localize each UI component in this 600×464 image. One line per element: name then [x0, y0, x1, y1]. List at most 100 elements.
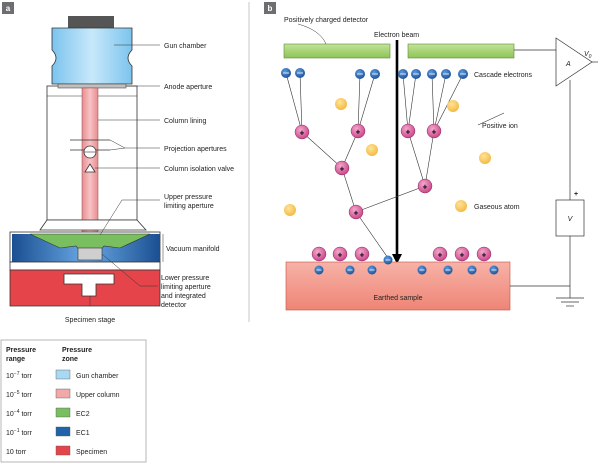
electron-beam-arrowhead — [392, 254, 402, 264]
label-electron-beam: Electron beam — [374, 32, 419, 39]
legend-swatch — [55, 369, 71, 380]
electron — [417, 265, 427, 275]
electron — [345, 265, 355, 275]
electron — [443, 265, 453, 275]
label-positively-charged-detector: Positively charged detector — [284, 17, 369, 24]
gaseous-atom — [479, 152, 491, 164]
label-lower-pressure-3: and integrated — [161, 293, 206, 300]
positive-ion: + — [350, 123, 366, 139]
svg-text:+: + — [438, 251, 443, 260]
label-column-isolation-valve: Column isolation valve — [164, 166, 234, 173]
legend-zone: Gun chamber — [76, 373, 119, 380]
gaseous-atom — [335, 98, 347, 110]
positive-ion: + — [454, 246, 470, 262]
panel-b: b Positively charged detector Electron b… — [264, 2, 598, 311]
label-column-lining: Column lining — [164, 118, 207, 125]
svg-text:+: + — [460, 251, 465, 260]
svg-text:+: + — [360, 251, 365, 260]
projection-apertures — [70, 139, 110, 159]
detector-plate-right — [407, 43, 515, 59]
gaseous-atom — [455, 200, 467, 212]
anode-aperture — [57, 83, 127, 89]
svg-text:+: + — [406, 128, 411, 137]
legend-pressure: 10 torr — [6, 449, 27, 456]
legend-pressure: 10−7 torr — [6, 371, 33, 380]
electron — [489, 265, 499, 275]
electron — [427, 69, 437, 79]
panel-b-tag — [264, 2, 276, 14]
electron — [398, 69, 408, 79]
legend-zone: Specimen — [76, 449, 107, 456]
specimen-stage — [63, 273, 115, 297]
svg-text:+: + — [300, 129, 305, 138]
legend-header-zone-2: zone — [62, 356, 78, 363]
output-v: V — [584, 51, 590, 58]
gaseous-atom — [284, 204, 296, 216]
positive-ion: + — [432, 246, 448, 262]
svg-text:+: + — [340, 165, 345, 174]
surface-electrons — [314, 255, 499, 275]
legend-box — [0, 339, 147, 463]
label-specimen-stage: Specimen stage — [65, 317, 115, 324]
positive-ion: + — [332, 246, 348, 262]
svg-text:+: + — [356, 128, 361, 137]
svg-text:+: + — [423, 183, 428, 192]
svg-text:+: + — [432, 128, 437, 137]
electron — [411, 69, 421, 79]
electron — [467, 265, 477, 275]
svg-text:+: + — [317, 251, 322, 260]
gaseous-atoms — [284, 98, 491, 216]
legend-pressure: 10−5 torr — [6, 390, 33, 399]
panel-a-leaders — [89, 44, 164, 306]
electron — [367, 265, 377, 275]
legend-header-zone-1: Pressure — [62, 347, 92, 354]
cascade-lines — [285, 72, 505, 259]
label-cascade-electrons: Cascade electrons — [474, 72, 532, 79]
positive-ion: + — [294, 124, 310, 140]
legend-row: 10 torr Specimen — [6, 445, 107, 456]
label-anode-aperture: Anode aperture — [164, 84, 212, 91]
gaseous-atom — [366, 144, 378, 156]
cascade-ions: + + + + + + + — [294, 123, 442, 220]
gaseous-atom — [447, 100, 459, 112]
svg-text:+: + — [482, 251, 487, 260]
detector-leader — [297, 23, 327, 45]
positive-ion: + — [426, 123, 442, 139]
label-projection-apertures: Projection apertures — [164, 146, 227, 153]
label-upper-pressure-1: Upper pressure — [164, 194, 212, 201]
electron — [458, 69, 468, 79]
electron — [295, 68, 305, 78]
detector-circuit — [510, 37, 598, 307]
label-gun-chamber: Gun chamber — [164, 43, 207, 50]
positive-ion: + — [354, 246, 370, 262]
amplifier-label: A — [565, 61, 571, 68]
positive-ion: + — [334, 160, 350, 176]
electron — [383, 255, 393, 265]
legend-header-range-1: Pressure — [6, 347, 36, 354]
legend-pressure: 10−1 torr — [6, 428, 33, 437]
panel-b-letter: b — [268, 4, 273, 13]
gun-chamber — [51, 27, 133, 85]
legend-row: 10−7 torr Gun chamber — [6, 369, 119, 380]
positive-ion: + — [311, 246, 327, 262]
label-positive-ion: Positive ion — [482, 123, 518, 130]
positive-ion: + — [417, 178, 433, 194]
surface-ions: + + + + + + — [311, 246, 492, 262]
electron — [281, 68, 291, 78]
voltage-source-label: V — [568, 216, 574, 223]
electron — [355, 69, 365, 79]
label-lower-pressure-1: Lower pressure — [161, 275, 209, 282]
panel-a-tag — [2, 2, 14, 14]
cascade-electron-group — [281, 68, 468, 79]
label-lower-pressure-4: detector — [161, 302, 187, 309]
label-gaseous-atom: Gaseous atom — [474, 204, 520, 211]
chamber-gap — [9, 261, 161, 271]
legend-swatch — [55, 426, 71, 437]
lower-aperture-detector — [77, 247, 103, 261]
legend-swatch — [55, 388, 71, 399]
